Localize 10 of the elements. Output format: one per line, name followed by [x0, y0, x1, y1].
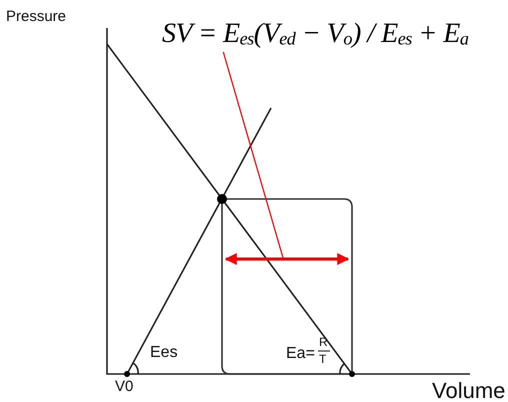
fraction-denominator: T — [319, 352, 326, 366]
axis-label: Volume — [432, 378, 506, 402]
formula-text: SV = E$_{es}$(V$_{ed}$ − V$_{o}$) / E$_{es}$ + E$_{a}$ — [162, 18, 468, 50]
angle-label: Ea= — [286, 345, 315, 363]
leader-line — [222, 52, 284, 260]
fraction-numerator: R — [319, 335, 328, 349]
point-label: V0 — [115, 378, 134, 395]
axis-label: Pressure — [6, 8, 66, 25]
double-arrow — [224, 253, 350, 265]
angle-label: Ees — [150, 344, 178, 362]
